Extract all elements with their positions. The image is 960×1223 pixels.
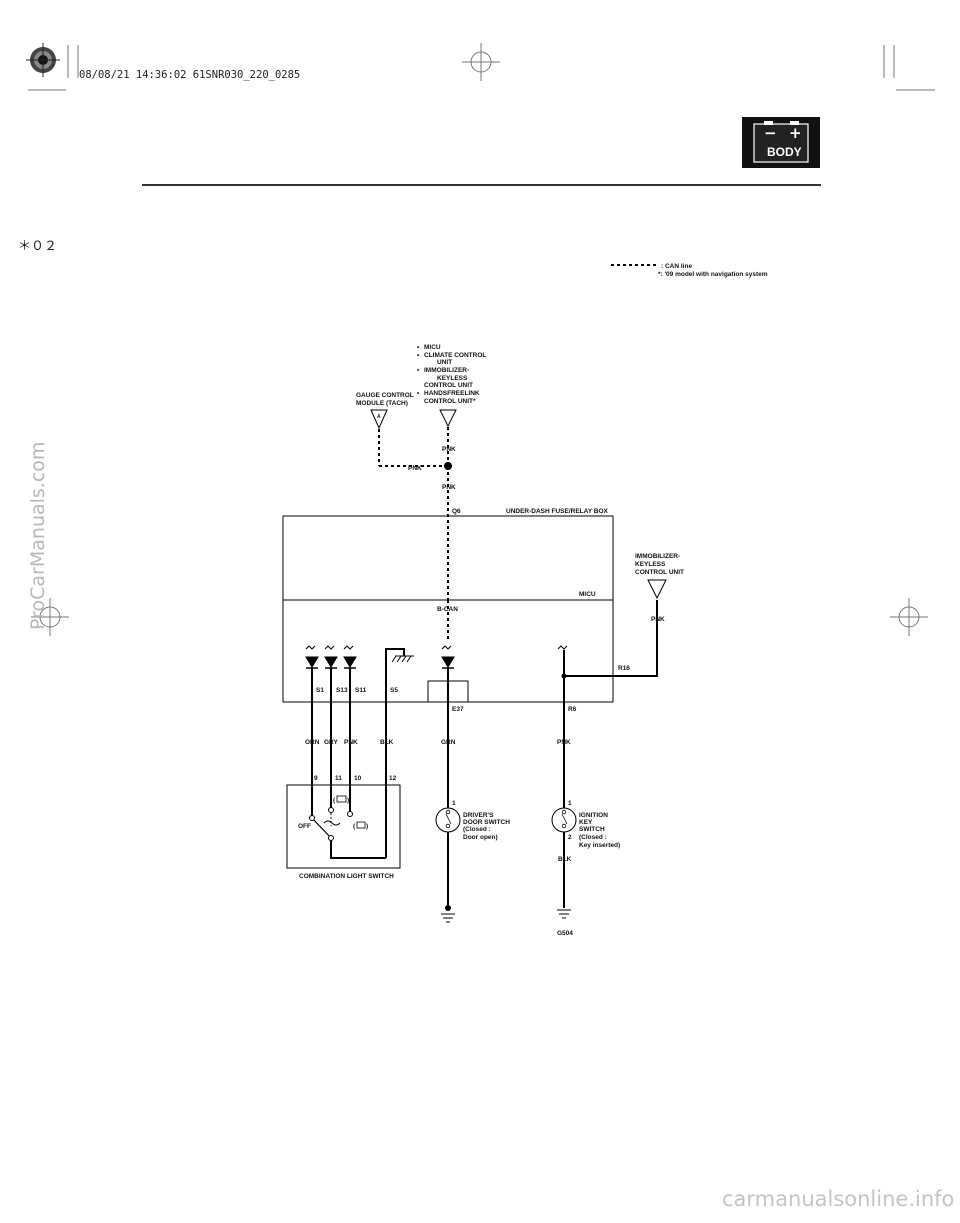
can-bus-top [378, 427, 449, 600]
terminal-label: Q6 [452, 508, 461, 515]
pin-number: 10 [354, 775, 362, 782]
ground-g504-icon [557, 909, 571, 919]
svg-text:KEY: KEY [579, 819, 593, 826]
wire-color-label: PNK [442, 446, 456, 453]
terminal-label: S1 [316, 687, 324, 694]
can-unit-label: CLIMATE CONTROL [424, 352, 486, 359]
can-unit-label: KEYLESS [437, 375, 468, 382]
can-unit-label: CONTROL UNIT* [424, 398, 476, 405]
wire-color-label: GRY [324, 739, 339, 746]
can-unit-label: MICU [424, 344, 441, 351]
crop-marks [28, 43, 935, 636]
terminal-label: S11 [355, 687, 367, 694]
section-label: BODY [767, 145, 802, 159]
headlight-icon: ( ) [333, 795, 349, 804]
pin-number: 1 [568, 800, 572, 807]
can-units-connector-icon [439, 409, 457, 428]
registration-target-icon [26, 43, 60, 77]
body-ground-point-icon [445, 905, 451, 911]
svg-text:•: • [417, 367, 420, 374]
svg-text:): ) [366, 823, 368, 830]
footer-watermark: carmanualsonline.info [722, 1187, 954, 1211]
legend-can-line: : CAN line [661, 263, 692, 270]
can-unit-label: IMMOBILIZER- [424, 367, 469, 374]
svg-text:DOOR SWITCH: DOOR SWITCH [463, 819, 510, 826]
svg-text:GAUGE CONTROL: GAUGE CONTROL [356, 392, 414, 399]
svg-text:(Closed :: (Closed : [463, 826, 491, 833]
parking-light-icon: ( ) [353, 821, 368, 830]
micu-label: MICU [579, 591, 596, 598]
section-badge: − + BODY [742, 117, 820, 168]
svg-text:Key inserted): Key inserted) [579, 842, 620, 849]
wire-color-label: BLK [558, 856, 572, 863]
bcan-label: B-CAN [437, 606, 458, 613]
splice-point-icon [561, 673, 567, 679]
ground-label: G504 [557, 930, 573, 937]
wire-color-label: PNK [651, 616, 665, 623]
combination-light-switch: ( ) ( ) OFF COMBINATION LIGHT SWITCH [286, 784, 401, 880]
drivers-door-switch: 1 DRIVER'S DOOR SWITCH (Closed : Door op… [435, 800, 510, 841]
pin-number: 11 [335, 775, 342, 782]
battery-minus-icon: − [764, 124, 777, 142]
svg-text:(: ( [353, 823, 356, 830]
battery-plus-icon: + [789, 124, 802, 142]
pin-number: 9 [314, 775, 318, 782]
wire-color-label: PNK [344, 739, 358, 746]
svg-text:KEYLESS: KEYLESS [635, 561, 666, 568]
svg-text:•: • [417, 352, 420, 359]
gauge-connector-icon [370, 409, 388, 430]
terminal-label: S5 [390, 687, 398, 694]
splice-point-icon [444, 462, 452, 470]
can-unit-label: CONTROL UNIT [424, 382, 473, 389]
legend: : CAN line *: '09 model with navigation … [611, 263, 768, 278]
terminal-label: E37 [452, 706, 464, 713]
svg-text:Door open): Door open) [463, 834, 498, 841]
can-unit-label: HANDSFREELINK [424, 390, 480, 397]
can-unit-list: • MICU • CLIMATE CONTROL UNIT • IMMOBILI… [417, 344, 486, 405]
svg-text:): ) [347, 797, 349, 804]
pin-number: 1 [452, 800, 456, 807]
can-unit-label: UNIT [437, 359, 452, 366]
terminal-label: R6 [568, 706, 577, 713]
gauge-control-module: GAUGE CONTROL MODULE (TACH) A [356, 392, 414, 430]
pin-number: 12 [389, 775, 397, 782]
wire-color-label: BLK [380, 739, 394, 746]
terminal-label: S13 [336, 687, 348, 694]
legend-footnote: *: '09 model with navigation system [658, 271, 768, 278]
gauge-connector-label: A [377, 414, 381, 420]
side-watermark: ProCarManuals.com [27, 442, 49, 630]
svg-text:MODULE (TACH): MODULE (TACH) [356, 400, 408, 407]
immobilizer-connector-icon [647, 579, 667, 600]
ground-symbol-icon [441, 913, 455, 923]
svg-text:DRIVER'S: DRIVER'S [463, 812, 494, 819]
svg-text:IGNITION: IGNITION [579, 812, 608, 819]
micu-input-circuits [305, 645, 568, 669]
page-marker: ＊０２ [18, 239, 57, 254]
svg-text:•: • [417, 390, 420, 397]
immobilizer-keyless-unit: IMMOBILIZER- KEYLESS CONTROL UNIT PNK [635, 553, 684, 623]
wire-color-label: GRN [441, 739, 456, 746]
combo-switch-label: COMBINATION LIGHT SWITCH [299, 873, 394, 880]
svg-text:SWITCH: SWITCH [579, 826, 605, 833]
wire-color-label: PNK [557, 739, 571, 746]
wire-color-label: PNK [442, 484, 456, 491]
wire-color-label: PNK [408, 465, 422, 472]
svg-text:IMMOBILIZER-: IMMOBILIZER- [635, 553, 680, 560]
wire-color-label: ORN [305, 739, 320, 746]
svg-text:CONTROL UNIT: CONTROL UNIT [635, 569, 684, 576]
svg-text:•: • [417, 344, 420, 351]
harness-wires [311, 600, 658, 908]
ignition-key-switch: 1 2 IGNITION KEY SWITCH (Closed : Key in… [551, 800, 620, 863]
pin-number: 2 [568, 834, 572, 841]
fuse-box-label: UNDER-DASH FUSE/RELAY BOX [506, 508, 609, 515]
off-label: OFF [298, 823, 311, 830]
svg-text:(: ( [333, 797, 336, 804]
svg-text:(Closed :: (Closed : [579, 834, 607, 841]
terminal-label: R16 [618, 665, 630, 672]
print-stamp: 08/08/21 14:36:02 61SNR030_220_0285 [79, 69, 300, 81]
